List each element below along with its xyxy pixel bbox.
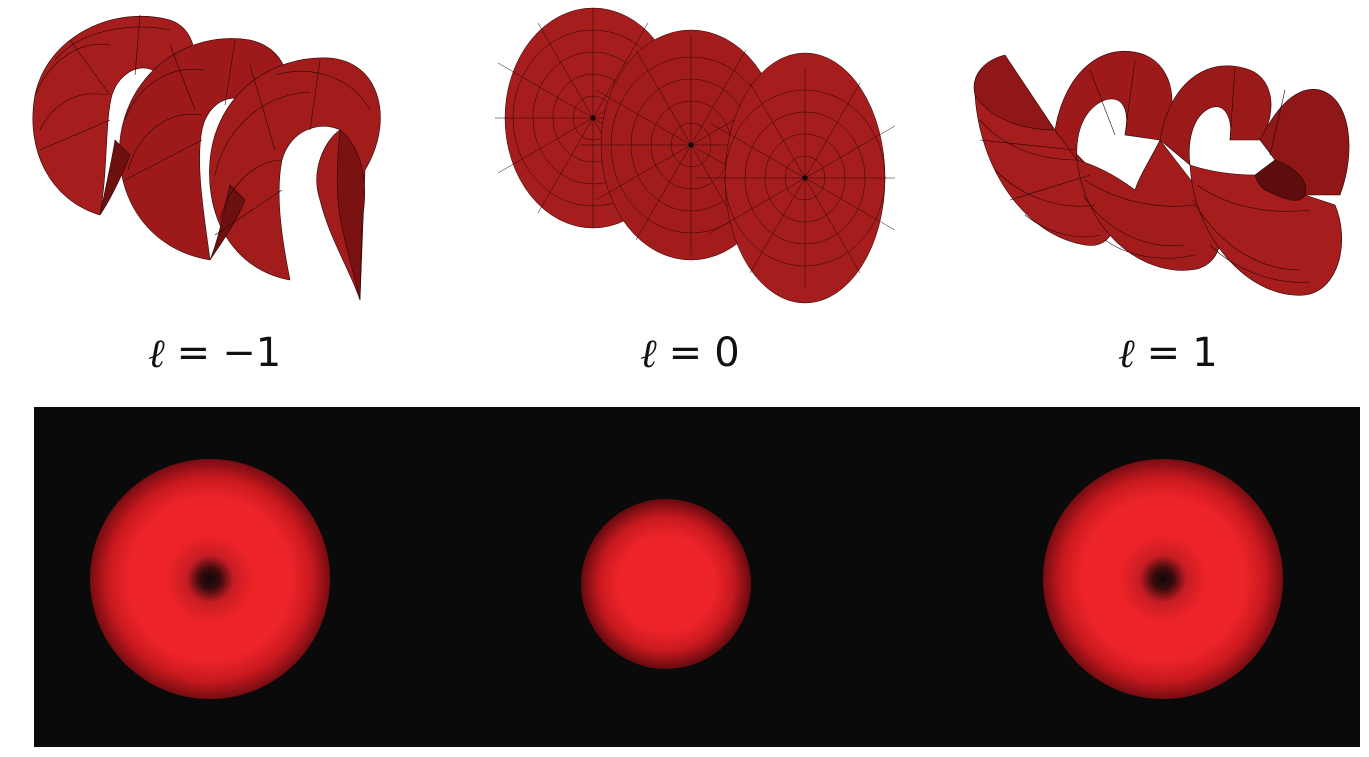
gaussian-beam-spot-l-0 xyxy=(581,499,751,669)
helical-wavefront-l-minus-1 xyxy=(20,0,400,320)
ell-symbol: ℓ xyxy=(1118,330,1135,377)
mode-label-l-plus-1: ℓ = 1 xyxy=(1118,328,1218,378)
mode-value: 1 xyxy=(1192,330,1218,376)
helix-surface-left xyxy=(32,14,381,301)
intensity-profile-strip xyxy=(34,407,1360,747)
mode-label-l-minus-1: ℓ = −1 xyxy=(148,328,281,378)
mode-value: −1 xyxy=(222,330,282,376)
equals-sign: = xyxy=(1146,330,1181,376)
ell-symbol: ℓ xyxy=(148,330,165,377)
mode-label-l-0: ℓ = 0 xyxy=(640,328,740,378)
equals-sign: = xyxy=(176,330,211,376)
donut-beam-spot-l-minus-1 xyxy=(90,459,330,699)
helical-wavefront-l-plus-1 xyxy=(965,0,1360,320)
helix-surface-right xyxy=(973,50,1350,296)
planar-wavefronts-l-0 xyxy=(495,0,895,320)
donut-beam-spot-l-plus-1 xyxy=(1043,459,1283,699)
mode-value: 0 xyxy=(714,330,740,376)
ell-symbol: ℓ xyxy=(640,330,657,377)
equals-sign: = xyxy=(668,330,703,376)
wavefront-disc-3 xyxy=(694,52,895,304)
